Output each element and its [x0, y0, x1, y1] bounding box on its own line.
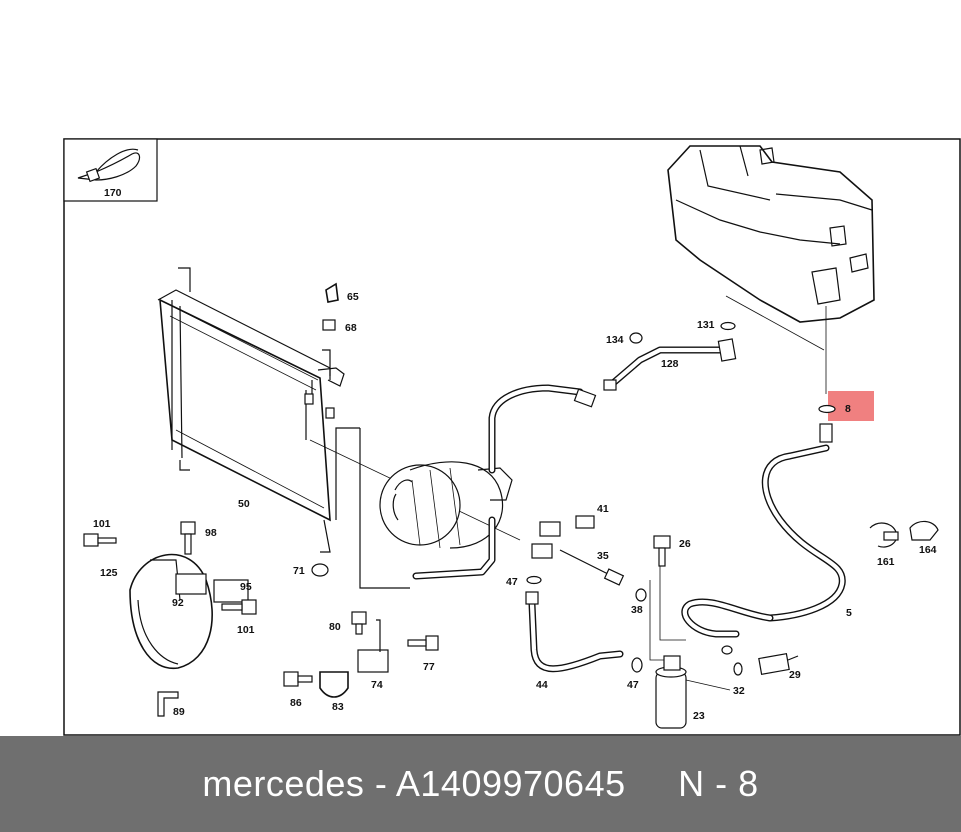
caption-bar: mercedes - A1409970645 N - 8: [0, 736, 961, 832]
callout-8: 8: [845, 403, 851, 415]
bolt-part-86: [283, 671, 313, 687]
callout-23: 23: [693, 710, 705, 722]
callout-35: 35: [597, 550, 609, 562]
callout-125: 125: [100, 567, 118, 579]
callout-74: 74: [371, 679, 383, 691]
callout-89: 89: [173, 706, 185, 718]
callout-101b: 101: [237, 624, 255, 636]
sensor-part-26: [653, 535, 671, 567]
condenser-part-50: [157, 267, 345, 553]
fitting-dot-5: [721, 645, 733, 655]
callout-38: 38: [631, 604, 643, 616]
callout-164: 164: [919, 544, 937, 556]
bolt-part-77: [407, 635, 439, 651]
callout-128: 128: [661, 358, 679, 370]
o-ring-part-47a: [526, 575, 542, 585]
cable-tie-part-170: [77, 148, 141, 183]
callout-71: 71: [293, 565, 305, 577]
bolt-part-98: [180, 521, 196, 555]
bolt-part-80: [351, 611, 367, 635]
callout-47a: 47: [506, 576, 518, 588]
clips-part-65-68: [322, 282, 339, 331]
switch-parts-41-35: [531, 515, 625, 586]
hose-fitting-128: [717, 338, 737, 362]
callout-68: 68: [345, 322, 357, 334]
callout-41: 41: [597, 503, 609, 515]
parts-diagram: 170 65 68 134 131 128 8 50 41 35 101 98 …: [63, 138, 961, 736]
nut-part-44: [525, 591, 539, 605]
callout-29: 29: [789, 669, 801, 681]
callout-50: 50: [238, 498, 250, 510]
callout-92: 92: [172, 597, 184, 609]
callout-32: 32: [733, 685, 745, 697]
diagram-canvas: 170 65 68 134 131 128 8 50 41 35 101 98 …: [63, 138, 961, 736]
callout-80: 80: [329, 621, 341, 633]
o-ring-part-134: [629, 332, 643, 344]
callout-161: 161: [877, 556, 895, 568]
nut-part-71: [311, 563, 329, 577]
callout-77: 77: [423, 661, 435, 673]
callout-101a: 101: [93, 518, 111, 530]
clamp-parts-161-164: [869, 520, 939, 548]
bolt-part-101a: [83, 533, 117, 547]
callout-83: 83: [332, 701, 344, 713]
highlight-part-8: [828, 391, 874, 421]
o-ring-part-32: [733, 662, 743, 676]
caption-text: mercedes - A1409970645 N - 8: [202, 763, 759, 804]
leader-line-26: [659, 566, 686, 641]
o-ring-part-131: [720, 321, 736, 331]
bracket-part-89: [157, 691, 179, 717]
callout-131: 131: [697, 319, 715, 331]
o-ring-part-8: [818, 404, 836, 414]
o-ring-part-38: [635, 588, 647, 602]
evaporator-housing: [667, 145, 875, 351]
hose-fitting-5-top: [819, 423, 833, 443]
callout-47b: 47: [627, 679, 639, 691]
callout-95: 95: [240, 581, 252, 593]
bolt-part-101b: [221, 599, 257, 615]
inset-box-170: [63, 138, 158, 202]
fan-shroud: [129, 553, 249, 670]
bracket-line: [335, 427, 410, 589]
drier-part-23: [649, 580, 731, 729]
nut-fitting-128: [603, 379, 617, 391]
callout-44: 44: [536, 679, 548, 691]
callout-26: 26: [679, 538, 691, 550]
switch-part-29: [758, 652, 799, 676]
pipe-fitting-1: [573, 388, 597, 408]
clip-part-83: [319, 671, 349, 698]
compressor: [379, 461, 513, 549]
callout-98: 98: [205, 527, 217, 539]
callout-86: 86: [290, 697, 302, 709]
callout-65: 65: [347, 291, 359, 303]
callout-5: 5: [846, 607, 852, 619]
callout-170: 170: [104, 187, 122, 199]
o-ring-part-47b: [631, 657, 643, 673]
callout-134: 134: [606, 334, 624, 346]
bracket-part-74: [357, 619, 389, 673]
